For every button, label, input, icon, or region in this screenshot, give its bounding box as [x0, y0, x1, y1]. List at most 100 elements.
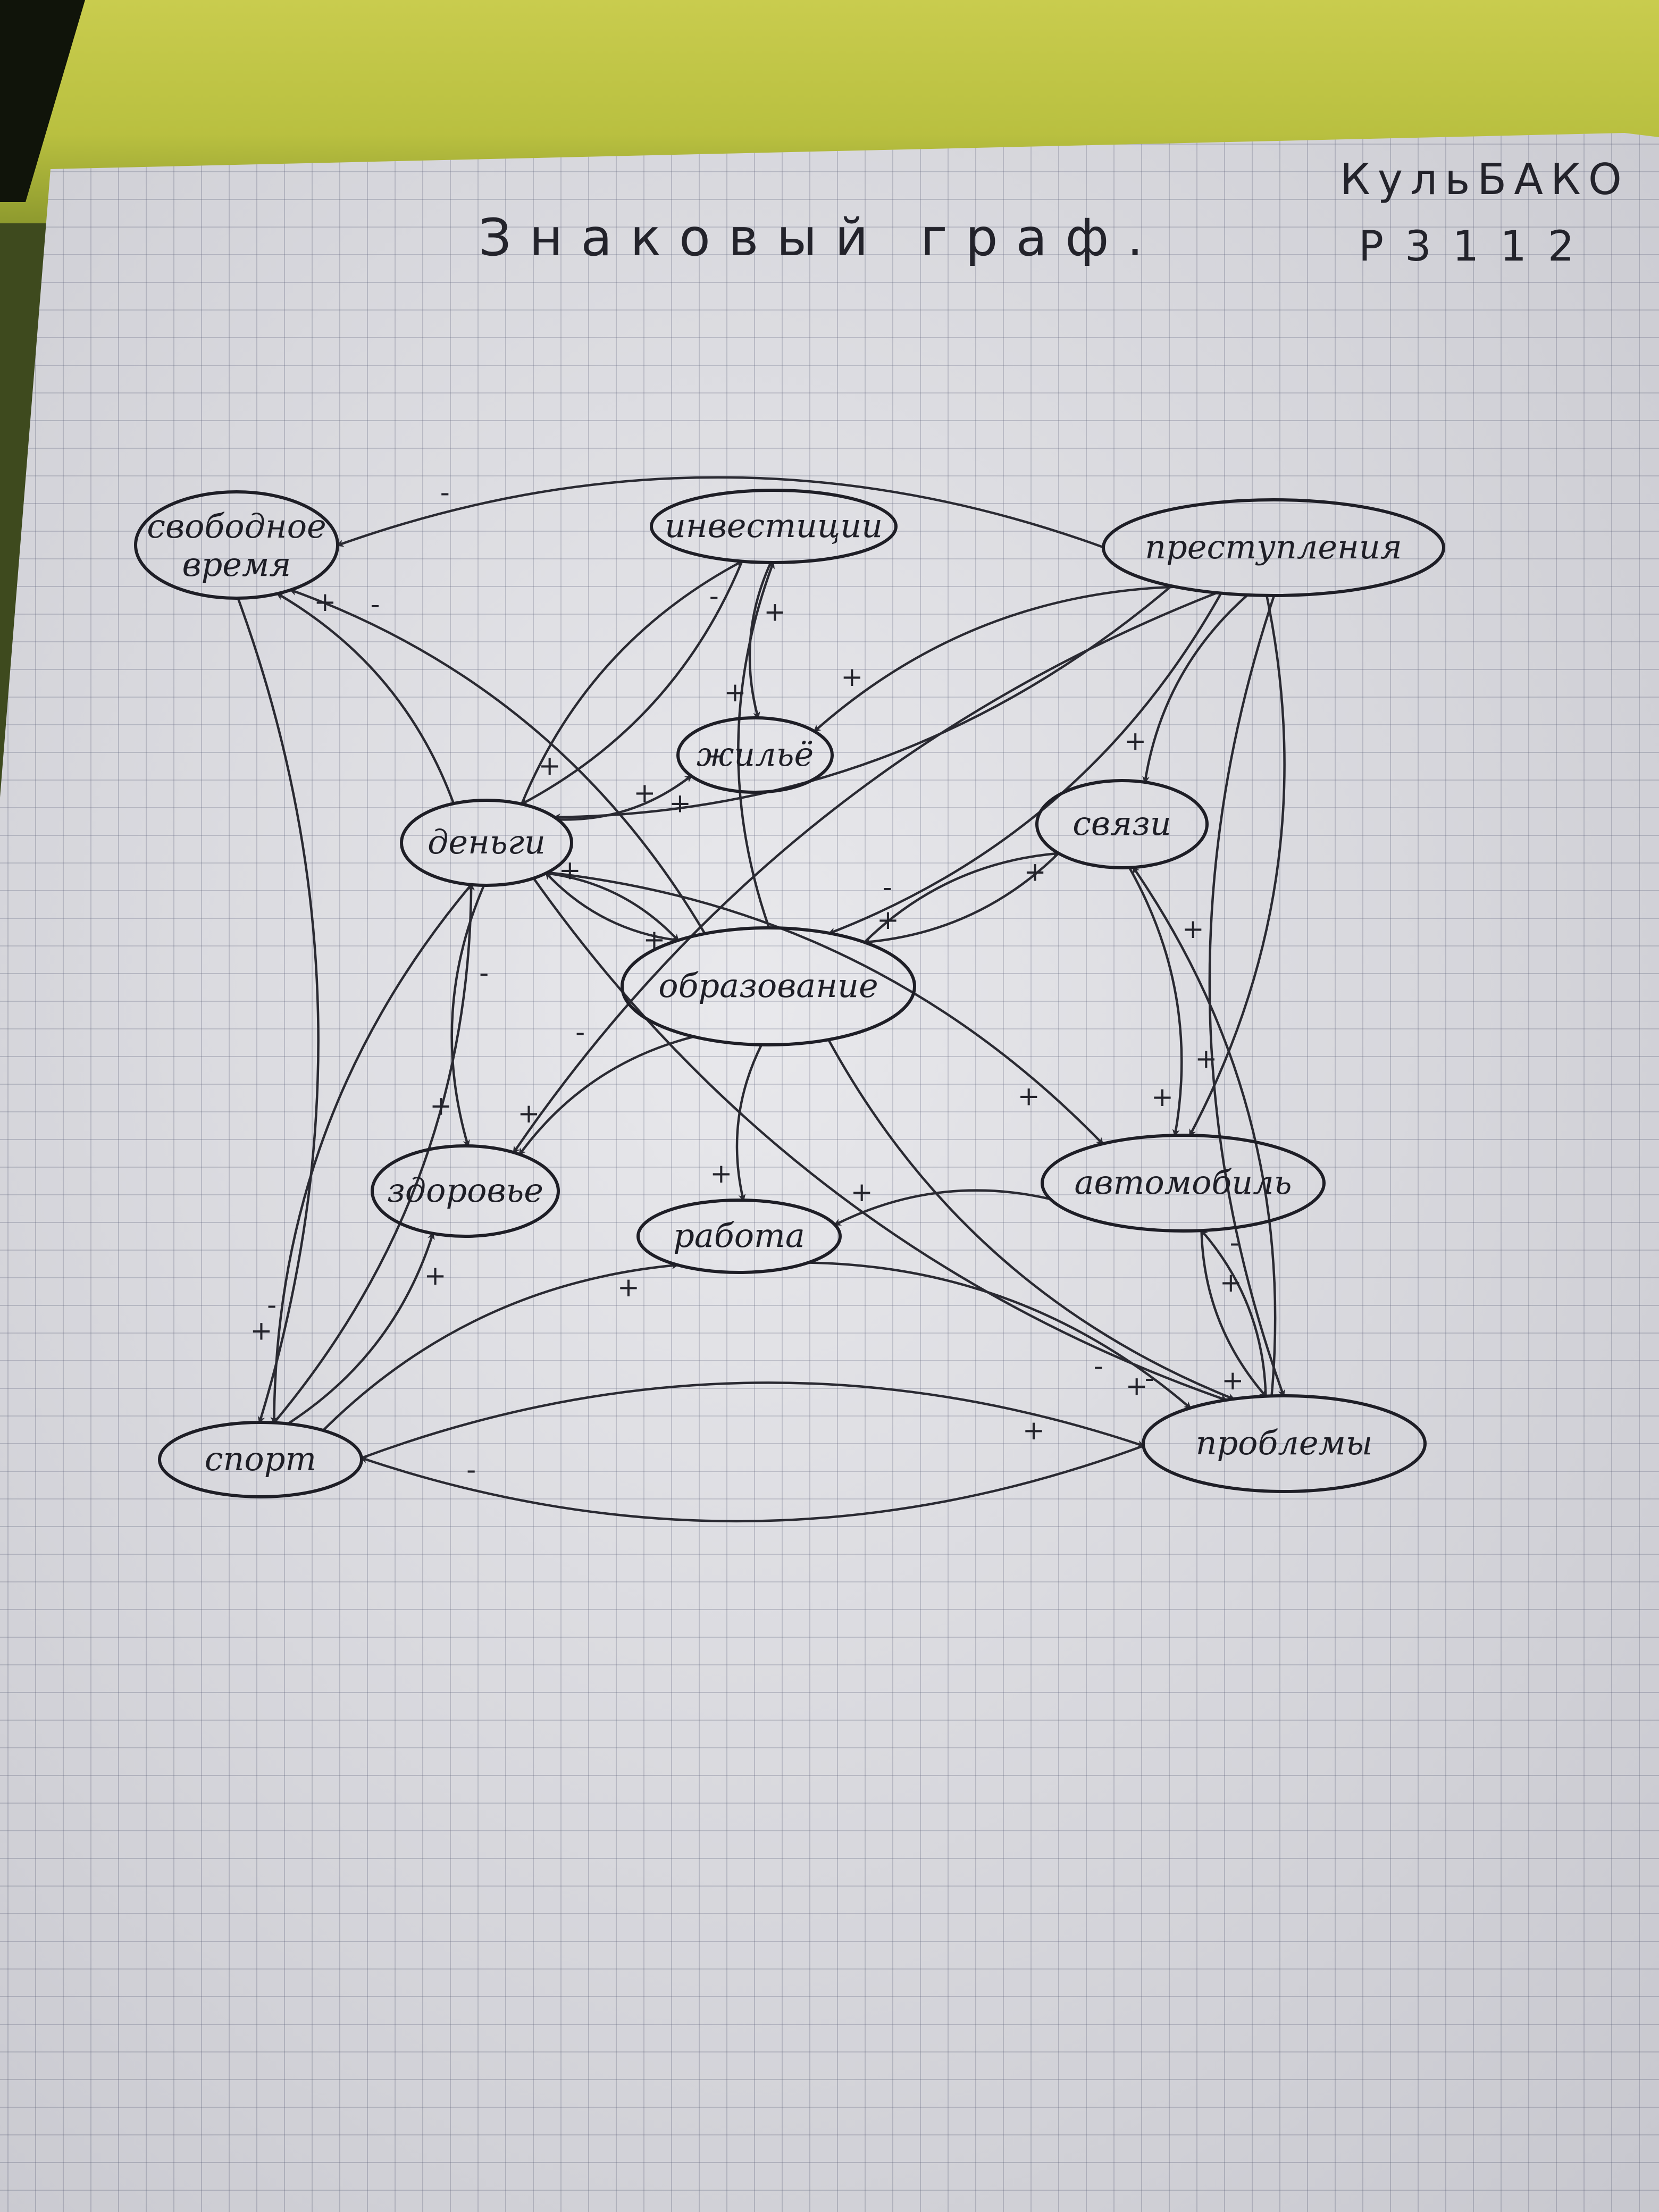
- node-rabota-outline: [636, 1199, 842, 1274]
- edge-sign-prestupleniya-to-avtomobil: +: [1195, 1043, 1217, 1074]
- node-sport-outline: [158, 1421, 363, 1498]
- edge-sign-obrazovanie-to-investicii: +: [764, 597, 786, 627]
- edge-sport-to-problemy: [361, 1381, 1145, 1460]
- node-sport: спорт: [158, 1421, 363, 1498]
- node-problemy-label: проблемы: [1196, 1423, 1373, 1462]
- node-investicii-outline: [650, 489, 898, 564]
- edge-sign-sport-to-dengi: -: [479, 958, 489, 988]
- edge-sign-dengi-to-sport: +: [250, 1316, 273, 1346]
- edge-signs-layer: -+--+-+++++-+-+++++++-+++++-++-++++-+-: [250, 477, 1244, 1485]
- edge-obrazovanie-to-svyazi: [864, 850, 1060, 943]
- node-svyazi: связи: [1035, 779, 1209, 869]
- edge-sign-dengi-to-problemy: -: [1094, 1351, 1103, 1381]
- edge-investicii-to-zhilyo: [748, 562, 772, 719]
- edge-sign-dengi-to-zhilyo: +: [669, 787, 691, 818]
- edge-svyazi-to-avtomobil: [1128, 867, 1183, 1137]
- edge-problemy-to-sport: [359, 1444, 1144, 1523]
- node-rabota-label: работа: [673, 1216, 805, 1255]
- edge-sport-to-zdorovye: [287, 1231, 435, 1425]
- edge-sign-problemy-to-avtomobil: -: [1230, 1227, 1239, 1258]
- edge-dengi-to-obrazovanie: [546, 872, 680, 942]
- edge-sign-dengi-to-zdorovye: +: [430, 1091, 452, 1121]
- edge-obrazovanie-to-problemy: [827, 1039, 1235, 1401]
- edge-sign-sport-to-zdorovye: +: [424, 1260, 447, 1291]
- edge-investicii-to-dengi: [520, 560, 743, 806]
- edge-dengi-to-investicii: [521, 560, 744, 805]
- edge-sign-dengi-to-avtomobil: +: [1018, 1081, 1040, 1112]
- edge-dengi-to-zhilyo: [557, 775, 693, 821]
- edge-sign-obrazovanie-to-svobodnoe: -: [370, 589, 380, 620]
- edge-sign-sport-to-problemy: +: [1023, 1415, 1045, 1446]
- edge-sign-investicii-to-zhilyo: +: [724, 677, 747, 708]
- edge-obrazovanie-to-rabota: [735, 1044, 763, 1202]
- edge-sign-investicii-to-dengi: +: [539, 750, 561, 781]
- node-obrazovanie: образование: [621, 926, 916, 1046]
- edge-sign-obrazovanie-to-svyazi: +: [1024, 857, 1046, 887]
- edge-dengi-to-svobodnoe: [276, 592, 455, 804]
- node-zdorovye-label: здоровье: [387, 1171, 543, 1210]
- edge-problemy-to-svyazi: [1132, 866, 1277, 1396]
- edge-prestupleniya-to-zhilyo: [813, 585, 1176, 733]
- edge-obrazovanie-to-zdorovye: [518, 1035, 694, 1156]
- group-number: Р3112: [1359, 223, 1596, 271]
- edge-sign-avtomobil-to-rabota: +: [851, 1177, 873, 1208]
- edge-dengi-to-avtomobil: [547, 871, 1104, 1145]
- node-avtomobil-outline: [1041, 1134, 1326, 1233]
- edge-rabota-to-problemy: [808, 1261, 1192, 1409]
- edge-sport-to-rabota: [322, 1262, 680, 1431]
- edge-sign-prestupleniya-to-zdorovye: -: [575, 1017, 585, 1048]
- edge-sign-problemy-to-sport: -: [466, 1454, 476, 1485]
- edge-sign-obrazovanie-to-problemy: -: [1145, 1362, 1154, 1393]
- node-obrazovanie-label: образование: [658, 966, 878, 1005]
- node-obrazovanie-outline: [621, 926, 916, 1046]
- edge-sign-rabota-to-problemy: +: [1126, 1371, 1148, 1402]
- node-svyazi-outline: [1035, 779, 1209, 869]
- edge-sign-dengi-to-investicii: -: [709, 581, 719, 611]
- edge-sign-svyazi-to-obrazovanie: +: [877, 904, 899, 935]
- edge-prestupleniya-to-svobodnoe: [336, 476, 1104, 549]
- node-problemy-outline: [1142, 1394, 1427, 1493]
- node-prestupleniya: преступления: [1102, 498, 1445, 597]
- node-zhilyo: жильё: [676, 716, 834, 794]
- node-dengi: деньги: [400, 799, 573, 887]
- node-avtomobil: автомобиль: [1041, 1134, 1326, 1233]
- edge-sign-prestupleniya-to-obrazovanie: -: [883, 872, 892, 902]
- edge-svobodnoe-to-sport: [237, 598, 320, 1424]
- edge-sign-sport-to-rabota: +: [617, 1272, 640, 1303]
- node-zdorovye-outline: [371, 1144, 560, 1238]
- node-problemy: проблемы: [1142, 1394, 1427, 1493]
- author-name: КульБАКО: [1340, 155, 1629, 204]
- edge-sign-svobodnoe-to-sport: -: [267, 1289, 276, 1320]
- edge-prestupleniya-to-zdorovye: [513, 591, 1218, 1154]
- node-svyazi-label: связи: [1073, 804, 1171, 843]
- edge-obrazovanie-to-dengi: [545, 872, 678, 942]
- node-avtomobil-label: автомобиль: [1075, 1163, 1292, 1202]
- edge-prestupleniya-to-svyazi: [1142, 594, 1249, 784]
- edge-sign-prestupleniya-to-zhilyo: +: [841, 661, 863, 692]
- node-dengi-label: деньги: [428, 823, 546, 861]
- edge-sign-obrazovanie-to-zdorovye: +: [517, 1098, 540, 1129]
- edge-svyazi-to-obrazovanie: [862, 852, 1060, 946]
- edge-sport-to-dengi: [273, 883, 475, 1424]
- edge-sign-svyazi-to-avtomobil: +: [1151, 1082, 1174, 1112]
- node-investicii: инвестиции: [650, 489, 898, 564]
- edge-avtomobil-to-rabota: [833, 1189, 1051, 1226]
- node-svobodnoe-outline: [134, 490, 339, 600]
- edge-obrazovanie-to-svobodnoe: [289, 588, 706, 935]
- node-dengi-outline: [400, 799, 573, 887]
- node-sport-label: спорт: [205, 1439, 316, 1478]
- edge-dengi-to-sport: [270, 884, 472, 1425]
- edge-sign-problemy-to-svyazi: +: [1182, 914, 1204, 944]
- edge-prestupleniya-to-problemy: [1208, 595, 1285, 1397]
- edge-dengi-to-zdorovye: [450, 885, 485, 1147]
- node-investicii-label: инвестиции: [665, 506, 883, 545]
- edge-prestupleniya-to-avtomobil: [1188, 595, 1286, 1137]
- node-prestupleniya-outline: [1102, 498, 1445, 597]
- edge-dengi-to-problemy: [532, 877, 1228, 1402]
- edge-sign-dengi-to-svobodnoe: +: [314, 586, 336, 617]
